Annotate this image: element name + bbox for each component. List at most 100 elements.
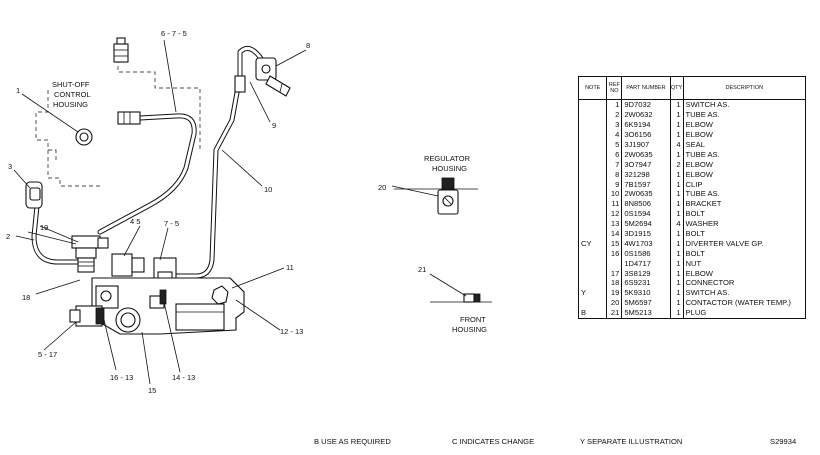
legend-footer: B USE AS REQUIRED C INDICATES CHANGE Y S… [0, 437, 820, 451]
top-connector [113, 37, 129, 63]
header-qty: QTY [669, 76, 684, 100]
table-header-row: NOTE REF NO PART NUMBER QTY DESCRIPTION [577, 76, 807, 100]
cell-ref: 8 [606, 169, 623, 180]
regulator-housing-label-line1: REGULATOR [424, 154, 471, 163]
cell-part: 3O7947 [621, 159, 671, 170]
cell-desc: PLUG [682, 307, 807, 319]
cell-qty: 1 [669, 278, 684, 288]
cell-part: 7B1597 [621, 179, 671, 190]
cell-qty: 1 [669, 297, 684, 308]
cell-qty: 1 [669, 228, 684, 239]
cell-ref: 9 [606, 179, 623, 190]
cell-note [577, 109, 608, 120]
cell-note [577, 268, 608, 279]
cell-part: 5K9310 [621, 287, 671, 298]
cell-ref: 7 [606, 159, 623, 170]
cell-qty: 1 [669, 179, 684, 190]
callout-20: 20 [378, 183, 386, 192]
cell-qty: 2 [669, 159, 684, 170]
legend-y: Y SEPARATE ILLUSTRATION [580, 437, 683, 446]
cell-ref: 14 [606, 228, 623, 239]
elbow-fittings [111, 253, 177, 283]
callout-1: 1 [16, 86, 20, 95]
header-ref-no: REF NO [606, 76, 623, 100]
callout-6-7-5: 6 - 7 - 5 [161, 29, 187, 38]
cell-qty: 4 [669, 218, 684, 229]
cell-part: 2W0635 [621, 149, 671, 160]
cell-qty: 1 [669, 119, 684, 130]
callout-11: 11 [286, 263, 294, 272]
cell-qty: 1 [669, 99, 684, 110]
callout-8: 8 [306, 41, 310, 50]
cell-qty: 1 [669, 258, 684, 269]
cell-qty: 1 [669, 149, 684, 160]
cell-ref: 21 [606, 307, 623, 319]
cell-note [577, 149, 608, 160]
callout-9: 9 [272, 121, 276, 130]
cell-desc: CLIP [682, 179, 807, 190]
cell-desc: BRACKET [682, 198, 807, 209]
leader-lines [13, 39, 467, 385]
cell-desc: TUBE AS. [682, 189, 807, 199]
cell-qty: 1 [669, 109, 684, 120]
cell-part: 0S1586 [621, 248, 671, 259]
cell-part: 321298 [621, 169, 671, 180]
cell-qty: 1 [669, 248, 684, 259]
callout-7-5: 7 - 5 [164, 219, 179, 228]
cell-part: 1D4717 [621, 258, 671, 269]
cell-desc: SWITCH AS. [682, 287, 807, 298]
cell-part: 8N8506 [621, 198, 671, 209]
shutoff-housing-label-line3: HOUSING [53, 100, 88, 109]
contactor-20 [394, 177, 478, 215]
shutoff-housing-label-line1: SHUT-OFF [52, 80, 90, 89]
cell-part: 2W0632 [621, 109, 671, 120]
callout-numbers: 1 2 3 4 5 5 - 17 6 - 7 - 5 7 - 5 8 9 10 … [6, 29, 426, 395]
cell-desc: CONNECTOR [682, 278, 807, 288]
cell-note [577, 169, 608, 180]
cell-ref: 20 [606, 297, 623, 308]
cell-part: 0S1594 [621, 208, 671, 219]
cell-ref: 3 [606, 119, 623, 130]
cell-qty: 1 [669, 208, 684, 219]
cell-desc: ELBOW [682, 119, 807, 130]
cell-note [577, 189, 608, 199]
cell-ref: 16 [606, 248, 623, 259]
front-housing-label-line1: FRONT [460, 315, 486, 324]
cell-desc: TUBE AS. [682, 149, 807, 160]
cell-note [577, 139, 608, 150]
cell-note [577, 228, 608, 239]
tube-10 [167, 45, 265, 279]
callout-3: 3 [8, 162, 12, 171]
cell-ref: 5 [606, 139, 623, 150]
callout-21: 21 [418, 265, 426, 274]
cell-note: Y [577, 287, 608, 298]
cell-desc: CONTACTOR (WATER TEMP.) [682, 297, 807, 308]
cell-ref: 18 [606, 278, 623, 288]
legend-c: C INDICATES CHANGE [452, 437, 535, 446]
cell-part: 5M6597 [621, 297, 671, 308]
cell-desc: BOLT [682, 208, 807, 219]
header-note: NOTE [577, 76, 608, 100]
cell-qty: 1 [669, 169, 684, 180]
cell-ref: 11 [606, 198, 623, 209]
header-part-number: PART NUMBER [621, 76, 671, 100]
cell-desc: BOLT [682, 248, 807, 259]
cell-note [577, 208, 608, 219]
cell-ref: 15 [606, 238, 623, 249]
callout-4-5: 4 5 [130, 217, 140, 226]
cell-note [577, 218, 608, 229]
legend-b: B USE AS REQUIRED [314, 437, 391, 446]
cell-qty: 1 [669, 287, 684, 298]
cell-note [577, 248, 608, 259]
header-description: DESCRIPTION [682, 76, 807, 100]
